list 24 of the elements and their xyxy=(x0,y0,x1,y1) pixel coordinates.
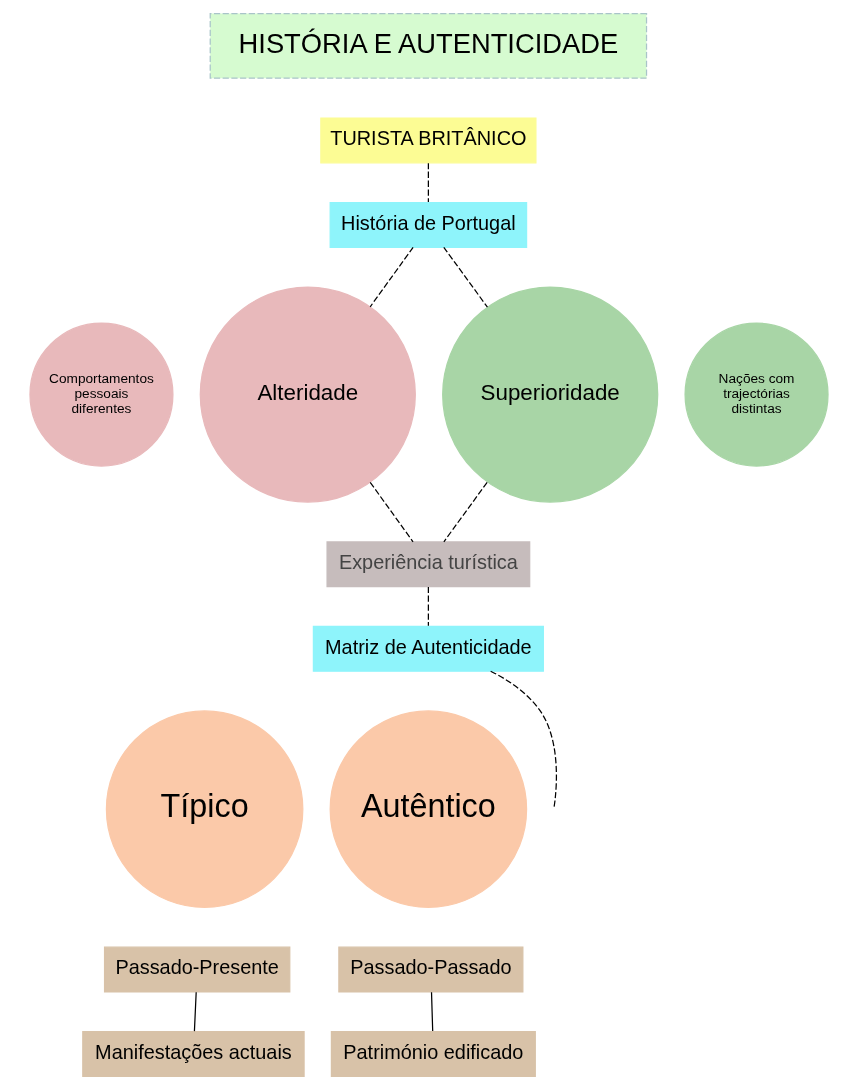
node-box: TURISTA BRITÂNICO xyxy=(319,117,536,164)
node-box: Passado-Presente xyxy=(103,946,290,993)
connector xyxy=(489,670,557,809)
connector xyxy=(430,991,433,1032)
connector xyxy=(369,246,414,308)
node-box: Manifestações actuais xyxy=(81,1031,305,1078)
node-box: Matriz de Autenticidade xyxy=(312,625,544,672)
connector xyxy=(427,586,429,627)
node-circle: Superioridade xyxy=(441,286,658,503)
node-box: HISTÓRIA E AUTENTICIDADE xyxy=(209,12,647,79)
node-circle: Comportamentos pessoais diferentes xyxy=(28,322,174,467)
connector xyxy=(193,991,197,1032)
node-box: Passado-Passado xyxy=(337,946,523,993)
node-circle: Típico xyxy=(105,710,303,908)
node-circle: Alteridade xyxy=(199,286,416,503)
node-circle: Nações com trajectórias distintas xyxy=(683,322,829,467)
node-box: Experiência turística xyxy=(325,541,530,588)
connector xyxy=(442,481,488,543)
node-box: Património edificado xyxy=(330,1031,536,1078)
connector xyxy=(427,162,429,203)
node-box: História de Portugal xyxy=(329,201,527,248)
node-circle: Autêntico xyxy=(329,710,527,908)
connector xyxy=(369,481,414,543)
connector xyxy=(442,246,488,308)
